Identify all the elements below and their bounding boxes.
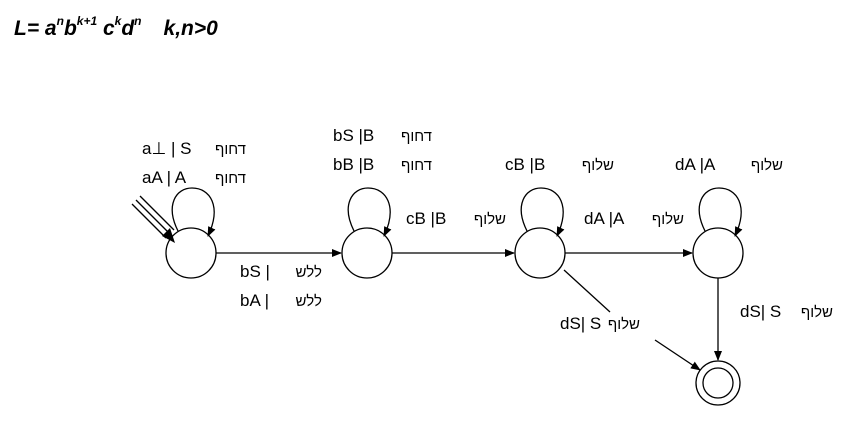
label-op: דחוף (215, 141, 246, 158)
label-op: דחוף (215, 170, 246, 187)
exponent-k: k (114, 14, 122, 28)
label-q1-q2: cB |B שלוף (406, 209, 506, 228)
edge-q2-final-part2 (654, 339, 701, 371)
label-op: דחוף (401, 157, 432, 174)
label-q3-final: dS| S שלוף (740, 302, 833, 321)
label-op: שלוף (582, 157, 614, 174)
loop-q1 (347, 187, 392, 237)
label-q2-loop: cB |B שלוף (505, 155, 614, 174)
label-op: שלוף (751, 157, 783, 174)
label-read: cB |B (406, 209, 446, 228)
label-read: bA | (240, 291, 269, 310)
start-arrow (131, 195, 175, 243)
edge-q2-final-part1 (563, 269, 611, 313)
exponent-n-2: n (134, 14, 142, 28)
label-op: שלוף (652, 211, 684, 228)
label-q0-loop-1: a⊥ | S דחוף (142, 139, 246, 158)
state-final (695, 360, 741, 406)
exponent-k-plus-1: k+1 (76, 14, 98, 28)
label-q1-loop-2: bB |B דחוף (333, 155, 432, 174)
label-q0-loop-2: aA | A דחוף (142, 168, 246, 187)
label-read: dS| S (560, 314, 601, 333)
label-q3-loop: dA |A שלוף (675, 155, 783, 174)
title-b: b (63, 17, 77, 40)
title-condition: k,n>0 (163, 17, 218, 40)
label-q0-q1-2: bA | ללש (240, 291, 322, 310)
title-c: c (97, 17, 115, 40)
label-op: ללש (295, 264, 322, 281)
label-op: שלוף (474, 211, 506, 228)
label-read: cB |B (505, 155, 545, 174)
label-read: bB |B (333, 155, 374, 174)
label-read: dA |A (584, 209, 625, 228)
title-prefix: L= a (14, 17, 57, 40)
label-read: a⊥ | S (142, 139, 191, 158)
loop-q0 (171, 187, 216, 237)
label-q2-final: dS| S שלוף (560, 314, 640, 333)
label-op: שלוף (608, 316, 640, 333)
label-op: ללש (295, 293, 322, 310)
label-op: דחוף (401, 128, 432, 145)
label-read: bS |B (333, 126, 374, 145)
label-op: שלוף (801, 304, 833, 321)
label-q1-loop-1: bS |B דחוף (333, 126, 432, 145)
label-q2-q3: dA |A שלוף (584, 209, 684, 228)
label-read: bS | (240, 262, 270, 281)
label-q0-q1-1: bS | ללש (240, 262, 322, 281)
loop-q3 (698, 187, 743, 237)
label-read: dA |A (675, 155, 716, 174)
title-d: d (121, 17, 135, 40)
label-read: aA | A (142, 168, 187, 187)
exponent-n: n (56, 14, 64, 28)
loop-q2 (520, 187, 565, 237)
label-read: dS| S (740, 302, 781, 321)
